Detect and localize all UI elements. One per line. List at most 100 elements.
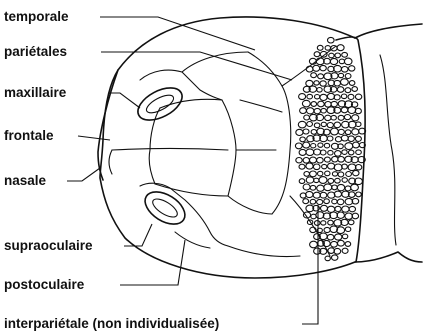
- granular-scale: [303, 158, 309, 164]
- granular-scale: [310, 185, 316, 190]
- granular-scale: [351, 184, 359, 191]
- granular-scale: [320, 81, 326, 86]
- leader-interparietale: [302, 205, 318, 324]
- label-temporale: temporale: [4, 9, 69, 25]
- granular-scale: [299, 149, 306, 155]
- granular-scale: [328, 220, 334, 225]
- neck-fold-line: [380, 55, 396, 245]
- granular-scale: [337, 212, 344, 218]
- granular-scale: [349, 66, 355, 71]
- granular-scale: [317, 199, 323, 204]
- granular-scale: [319, 177, 327, 184]
- label-frontale: frontale: [4, 128, 54, 144]
- granular-scale: [348, 164, 356, 171]
- granular-scale: [314, 178, 319, 182]
- granular-scale: [307, 108, 314, 114]
- granular-scale: [303, 199, 309, 204]
- frontal-top-edge: [160, 99, 222, 108]
- granular-scale: [348, 136, 354, 142]
- granular-scale: [327, 93, 334, 99]
- granular-scale: [320, 65, 326, 70]
- granular-scale: [328, 178, 334, 183]
- granular-scale: [311, 73, 317, 78]
- granular-scale: [339, 59, 344, 64]
- granular-scale: [352, 115, 359, 121]
- granular-scale: [299, 94, 306, 100]
- granular-scale: [344, 115, 350, 120]
- granular-scale: [306, 149, 314, 156]
- granular-scale: [338, 240, 345, 246]
- granular-scale: [321, 221, 326, 225]
- granular-scale: [317, 45, 323, 50]
- granular-scale: [310, 241, 318, 248]
- granular-scale: [306, 177, 314, 183]
- granular-scale: [341, 94, 346, 99]
- leader-frontale: [78, 136, 110, 140]
- upper-eye: [133, 81, 188, 126]
- granular-scale: [324, 184, 332, 191]
- granular-scale: [317, 185, 324, 191]
- label-parietales: pariétales: [4, 44, 67, 60]
- granular-scale: [304, 172, 310, 177]
- granular-scale: [328, 163, 335, 169]
- granular-scale: [356, 150, 362, 155]
- granular-scale: [335, 137, 341, 142]
- parietal-lower-edge: [228, 196, 272, 214]
- granular-scale: [299, 179, 305, 184]
- temporal-front-edge: [182, 52, 248, 72]
- granular-scale: [314, 52, 320, 57]
- granular-scale: [332, 156, 338, 162]
- neck-bottom-outline: [355, 252, 422, 262]
- granular-scale: [296, 158, 302, 163]
- granular-scale: [316, 212, 324, 219]
- granular-scale: [345, 242, 351, 247]
- granular-scale: [334, 122, 341, 128]
- granular-scale: [321, 108, 326, 113]
- granular-scale: [307, 94, 313, 99]
- granular-scale: [322, 164, 327, 168]
- granular-scale: [316, 58, 324, 65]
- granular-scale: [346, 172, 352, 177]
- parietal-outline: [248, 52, 291, 214]
- granular-scale: [320, 94, 327, 100]
- granular-scale: [313, 192, 320, 198]
- granular-scale: [321, 122, 326, 126]
- leader-temporale: [100, 17, 255, 50]
- granular-scale: [331, 115, 336, 120]
- granular-scale: [338, 172, 344, 177]
- granular-scale: [295, 143, 302, 149]
- granular-scale: [355, 136, 361, 141]
- granular-scale: [342, 206, 349, 212]
- granular-scale: [344, 58, 352, 65]
- granular-scale: [311, 130, 317, 135]
- label-supraoculaire: supraoculaire: [4, 238, 93, 254]
- temporal-lower-edge: [228, 246, 300, 257]
- granular-scale: [332, 172, 337, 176]
- granular-scale: [321, 205, 328, 211]
- granular-scale: [348, 94, 354, 99]
- leader-maxillaire: [108, 93, 140, 108]
- granular-scale: [325, 102, 331, 108]
- granular-scale: [348, 150, 354, 155]
- granular-scale: [327, 136, 333, 141]
- granular-scale: [332, 185, 338, 190]
- granular-scale: [304, 115, 310, 120]
- granular-scale: [338, 115, 344, 120]
- label-nasale: nasale: [4, 173, 46, 189]
- granular-scale-field: [295, 37, 365, 262]
- granular-scale: [310, 171, 317, 177]
- granular-scale: [327, 123, 333, 128]
- granular-scale: [331, 128, 339, 135]
- granular-scale: [328, 150, 333, 155]
- granular-scale: [356, 192, 362, 197]
- granular-scale: [330, 58, 337, 64]
- head-outline: [100, 17, 355, 278]
- frontal-center-line: [112, 149, 228, 151]
- granular-scale: [315, 95, 320, 99]
- granular-scale: [337, 184, 344, 190]
- granular-scale: [324, 143, 329, 148]
- supraocular-upper: [140, 70, 222, 100]
- lower-eye: [139, 185, 190, 230]
- granular-scale: [332, 199, 337, 204]
- granular-scale: [303, 129, 309, 134]
